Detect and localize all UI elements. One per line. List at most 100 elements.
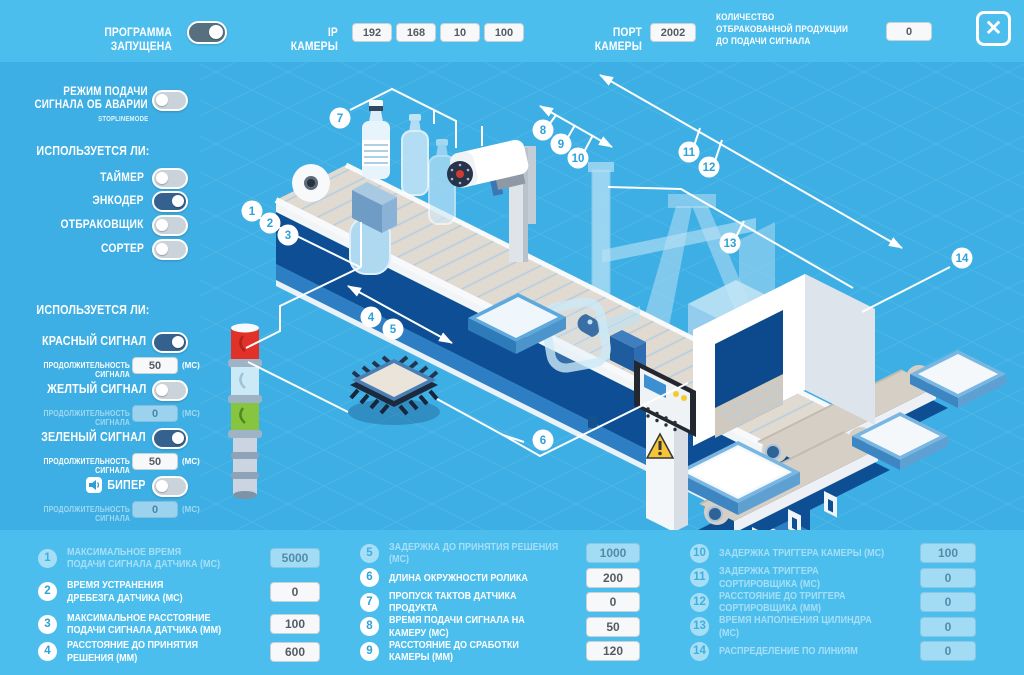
callout-4: 4 <box>360 306 382 328</box>
svg-text:13: 13 <box>724 238 737 250</box>
main-conveyor <box>274 162 882 553</box>
callout-8: 8 <box>532 119 554 141</box>
green-duration-label: ПРОДОЛЖИТЕЛЬНОСТЬ СИГНАЛА <box>43 457 131 475</box>
sorter-tunnel <box>693 222 875 446</box>
dimension-lines <box>245 74 951 458</box>
param-column-3: 10 ЗАДЕРЖКА ТРИГГЕРА КАМЕРЫ (МС) 11 ЗАДЕ… <box>690 541 976 664</box>
param-13-badge: 13 <box>690 617 709 637</box>
green-duration-input[interactable] <box>132 453 178 470</box>
svg-text:8: 8 <box>540 125 547 137</box>
param-1-input[interactable] <box>270 548 320 568</box>
param-4-input[interactable] <box>270 641 320 662</box>
param-7-badge: 7 <box>360 592 379 612</box>
control-panel <box>634 360 696 532</box>
param-row-5: 5 ЗАДЕРЖКА ДО ПРИНЯТИЯ РЕШЕНИЯ (МС) <box>360 541 640 566</box>
rejector-label: ОТБРАКОВЩИК <box>60 217 144 231</box>
encoder-label: ЭНКОДЕР <box>92 193 144 207</box>
callout-3: 3 <box>277 224 299 246</box>
param-row-14: 14 РАСПРЕДЕЛЕНИЕ ПО ЛИНИЯМ <box>690 639 976 664</box>
callout-14: 14 <box>951 247 973 269</box>
param-2-input[interactable] <box>270 581 320 602</box>
callout-5: 5 <box>382 318 404 340</box>
sorter-label: СОРТЕР <box>100 241 144 255</box>
param-6-input[interactable] <box>586 567 640 588</box>
yellow-duration-label: ПРОДОЛЖИТЕЛЬНОСТЬ СИГНАЛА <box>43 409 131 427</box>
param-8-input[interactable] <box>586 616 640 637</box>
svg-text:14: 14 <box>956 253 969 265</box>
green-duration-unit: (МС) <box>182 457 200 466</box>
beeper-toggle[interactable] <box>152 476 188 497</box>
reject-tray <box>676 441 800 515</box>
param-5-badge: 5 <box>360 543 379 563</box>
param-5-input[interactable] <box>586 543 640 564</box>
red-duration-input[interactable] <box>132 357 178 374</box>
yellow-duration-input[interactable] <box>132 405 178 422</box>
alarm-mode-label: РЕЖИМ ПОДАЧИ СИГНАЛА ОБ АВАРИИ <box>34 86 148 111</box>
reject-count-input[interactable] <box>886 22 932 41</box>
timer-toggle[interactable] <box>152 168 188 189</box>
red-signal-toggle[interactable] <box>152 332 188 353</box>
param-row-7: 7 ПРОПУСК ТАКТОВ ДАТЧИКА ПРОДУКТА <box>360 590 640 615</box>
callout-1: 1 <box>241 200 263 222</box>
svg-text:1: 1 <box>249 206 256 218</box>
param-12-input[interactable] <box>920 592 976 613</box>
camera-port-input[interactable] <box>650 23 696 42</box>
yellow-signal-toggle[interactable] <box>152 380 188 401</box>
camera-ip-octet-4[interactable] <box>484 23 524 42</box>
usage-section-title: ИСПОЛЬЗУЕТСЯ ЛИ: <box>36 144 150 158</box>
camera <box>447 126 536 262</box>
param-9-input[interactable] <box>586 641 640 662</box>
param-3-input[interactable] <box>270 614 320 634</box>
param-4-badge: 4 <box>38 642 57 661</box>
param-row-12: 12 РАССТОЯНИЕ ДО ТРИГГЕРА СОРТИРОВЩИКА (… <box>690 590 976 615</box>
param-7-input[interactable] <box>586 592 640 613</box>
settings-sidebar: РЕЖИМ ПОДАЧИ СИГНАЛА ОБ АВАРИИ STOPLINEM… <box>0 62 210 530</box>
pusher-plate <box>352 182 397 233</box>
alarm-mode-toggle[interactable] <box>152 90 188 111</box>
param-row-11: 11 ЗАДЕРЖКА ТРИГГЕРА СОРТИРОВЩИКА (МС) <box>690 565 976 591</box>
param-column-1: 1 МАКСИМАЛЬНОЕ ВРЕМЯ ПОДАЧИ СИГНАЛА ДАТЧ… <box>38 541 320 664</box>
signal-tower <box>228 323 262 499</box>
close-icon[interactable]: ✕ <box>976 11 1011 46</box>
program-running-toggle[interactable] <box>187 21 227 44</box>
param-14-badge: 14 <box>690 641 709 661</box>
param-8-badge: 8 <box>360 617 379 637</box>
callout-12: 12 <box>698 156 720 178</box>
rejector-toggle[interactable] <box>152 215 188 236</box>
green-signal-toggle[interactable] <box>152 428 188 449</box>
param-13-input[interactable] <box>920 616 976 637</box>
bottle-ghost <box>401 114 429 196</box>
svg-text:3: 3 <box>285 230 291 242</box>
param-row-2: 2 ВРЕМЯ УСТРАНЕНИЯ ДРЕБЕЗГА ДАТЧИКА (МС) <box>38 575 320 608</box>
param-1-badge: 1 <box>38 548 57 568</box>
param-row-8: 8 ВРЕМЯ ПОДАЧИ СИГНАЛА НА КАМЕРУ (МС) <box>360 614 640 640</box>
top-toolbar: ПРОГРАММА ЗАПУЩЕНА IP КАМЕРЫ ПОРТ КАМЕРЫ… <box>0 0 1024 62</box>
callout-7: 7 <box>329 107 351 129</box>
param-row-1: 1 МАКСИМАЛЬНОЕ ВРЕМЯ ПОДАЧИ СИГНАЛА ДАТЧ… <box>38 541 320 575</box>
param-11-badge: 11 <box>690 568 709 588</box>
param-11-input[interactable] <box>920 567 976 588</box>
param-row-10: 10 ЗАДЕРЖКА ТРИГГЕРА КАМЕРЫ (МС) <box>690 541 976 566</box>
beeper-label: БИПЕР <box>107 478 146 492</box>
param-10-input[interactable] <box>920 543 976 564</box>
camera-ip-octet-2[interactable] <box>396 23 436 42</box>
red-duration-unit: (МС) <box>182 361 200 370</box>
param-3-badge: 3 <box>38 614 57 634</box>
camera-ip-octet-1[interactable] <box>352 23 392 42</box>
sorter-toggle[interactable] <box>152 239 188 260</box>
paper-tray <box>468 293 566 354</box>
warning-icon <box>645 432 675 459</box>
reject-count-label: КОЛИЧЕСТВО ОТБРАКОВАННОЙ ПРОДУКЦИИ ДО ПО… <box>716 12 849 47</box>
beeper-icon <box>86 477 102 493</box>
red-duration-label: ПРОДОЛЖИТЕЛЬНОСТЬ СИГНАЛА <box>43 361 131 379</box>
param-row-13: 13 ВРЕМЯ НАПОЛНЕНИЯ ЦИЛИНДРА (МС) <box>690 614 976 640</box>
callout-2: 2 <box>259 212 281 234</box>
yellow-duration-unit: (МС) <box>182 409 200 418</box>
svg-text:10: 10 <box>572 153 585 165</box>
camera-ip-octet-3[interactable] <box>440 23 480 42</box>
encoder-toggle[interactable] <box>152 191 188 212</box>
beeper-duration-input[interactable] <box>132 501 178 518</box>
exit-gate-box <box>610 330 646 372</box>
param-14-input[interactable] <box>920 641 976 662</box>
